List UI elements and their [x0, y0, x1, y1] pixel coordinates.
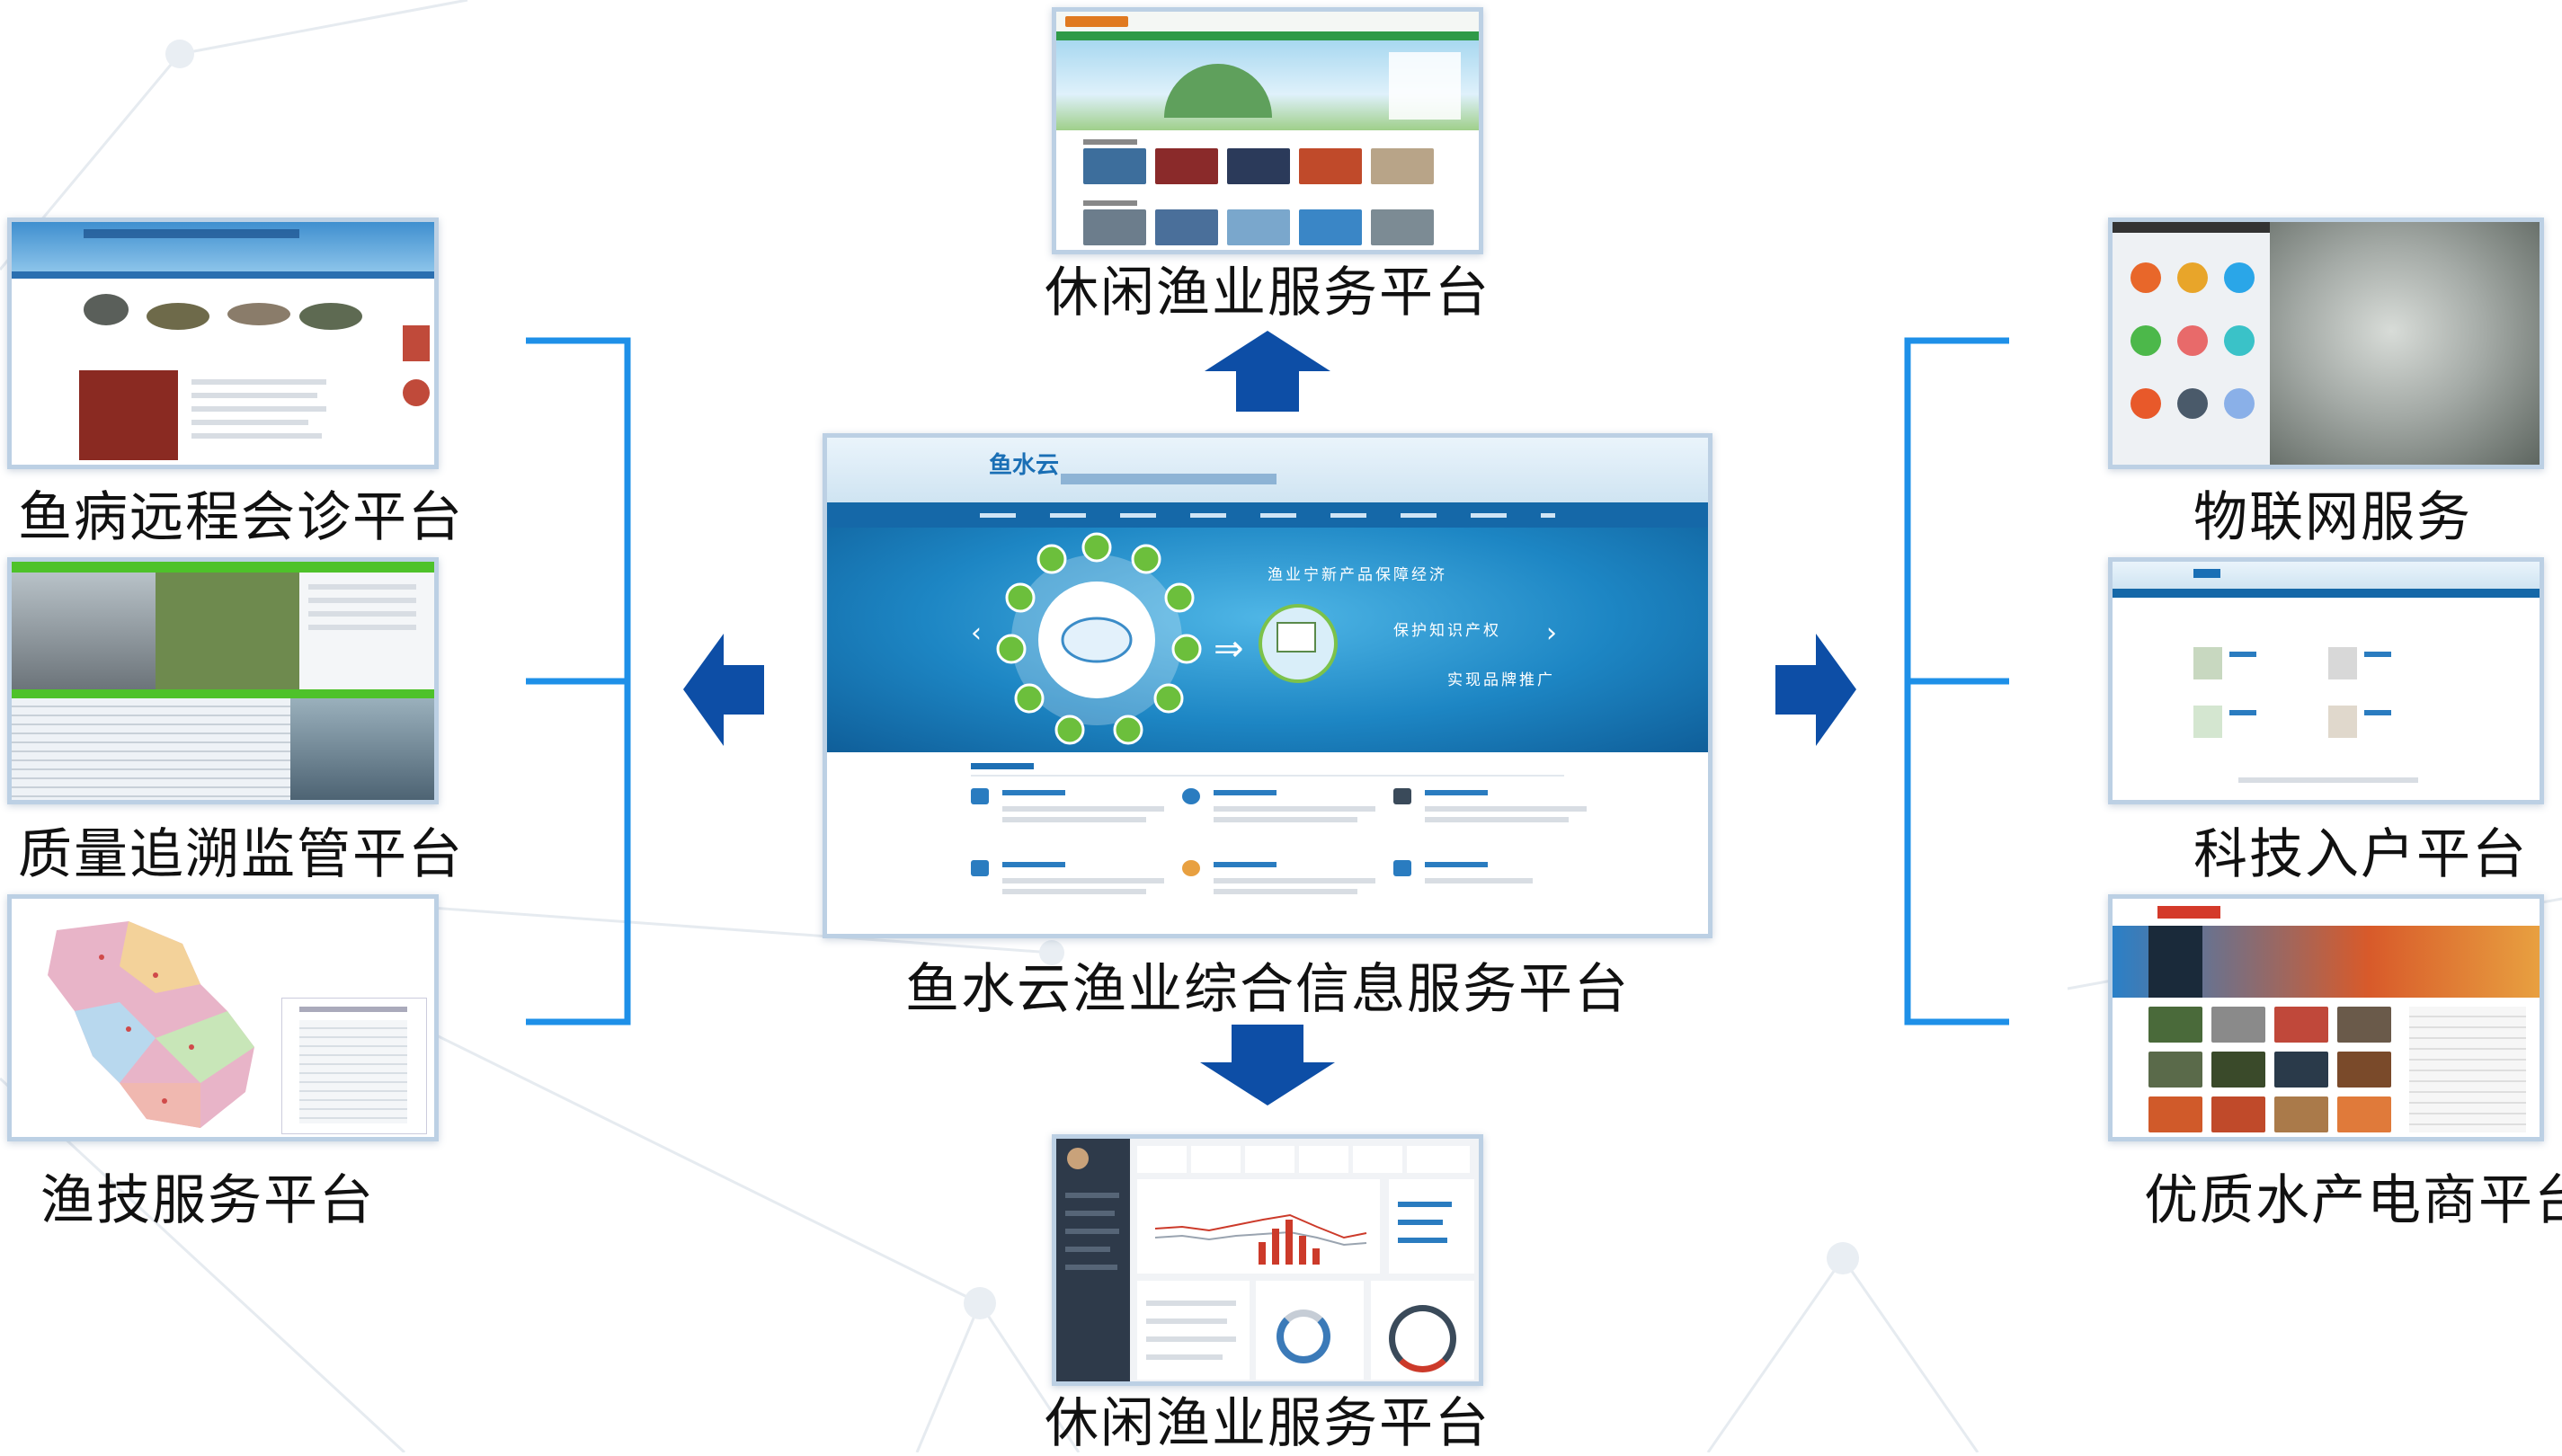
left-arrow-icon [683, 634, 764, 746]
top-platform-screenshot [1052, 7, 1483, 254]
fish-disease-platform-screenshot [7, 218, 439, 469]
banner-slogan-3: 实现品牌推广 [1447, 671, 1555, 689]
center-platform-screenshot: 鱼水云 ⇒ 渔业宁新产品保障经济 保护知识产权 实现品牌推广 ‹ › [823, 433, 1712, 938]
dashboard-chart [1154, 1213, 1367, 1265]
right-arrow-icon [1775, 634, 1856, 746]
quality-trace-platform-screenshot [7, 557, 439, 804]
iot-service-label: 物联网服务 [2193, 486, 2472, 549]
center-logo: 鱼水云 [989, 452, 1060, 479]
iot-service-screenshot [2108, 218, 2544, 469]
cloud-hub-diagram [996, 532, 1202, 745]
tech-household-platform-screenshot [2108, 557, 2544, 804]
province-map [48, 921, 254, 1128]
bottom-platform-label: 休闲渔业服务平台 [1045, 1392, 1490, 1455]
top-platform-label: 休闲渔业服务平台 [1045, 262, 1490, 324]
fishery-tech-platform-label: 渔技服务平台 [40, 1169, 375, 1232]
fish-disease-platform-label: 鱼病远程会诊平台 [18, 486, 464, 549]
up-arrow-icon [1205, 331, 1330, 412]
banner-next-icon[interactable]: › [1546, 617, 1557, 649]
bottom-platform-screenshot [1052, 1134, 1483, 1386]
ecommerce-platform-label: 优质水产电商平台 [2144, 1169, 2562, 1232]
banner-prev-icon[interactable]: ‹ [971, 617, 982, 649]
fishery-tech-platform-screenshot [7, 894, 439, 1141]
banner-slogan-1: 渔业宁新产品保障经济 [1268, 566, 1447, 584]
right-bracket [1904, 337, 2009, 1025]
down-arrow-icon [1200, 1025, 1335, 1105]
tech-household-platform-label: 科技入户平台 [2193, 823, 2528, 886]
quality-trace-platform-label: 质量追溯监管平台 [18, 823, 464, 886]
center-platform-label: 鱼水云渔业综合信息服务平台 [905, 958, 1630, 1021]
ecommerce-platform-screenshot [2108, 894, 2544, 1141]
banner-slogan-2: 保护知识产权 [1393, 622, 1501, 640]
left-bracket [526, 337, 631, 1025]
